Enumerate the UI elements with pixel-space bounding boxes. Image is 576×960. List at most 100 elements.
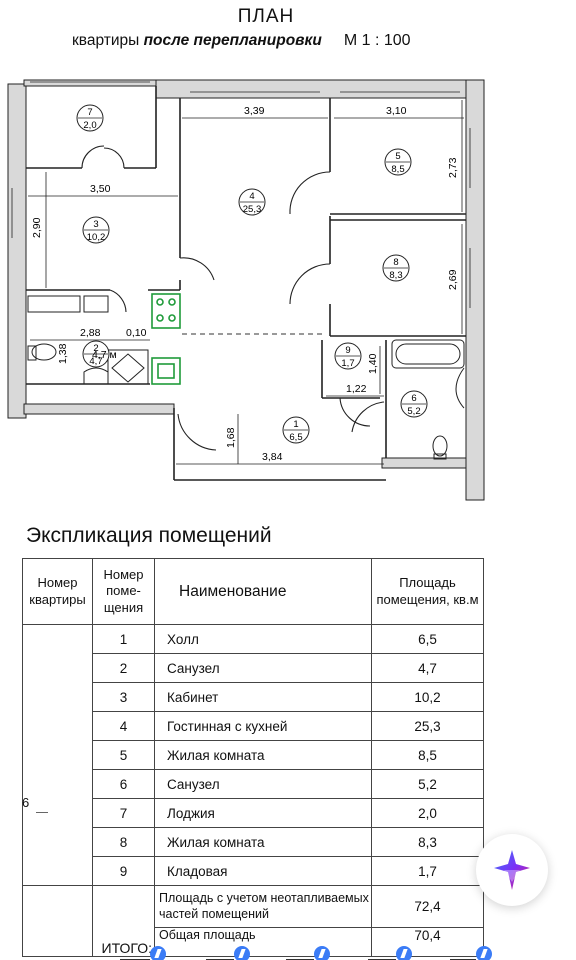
bathtub	[391, 339, 465, 369]
room-area-cell: 25,3	[371, 711, 484, 741]
dimension-label: 3,10	[386, 105, 407, 117]
room-marker-number: 7	[87, 107, 92, 118]
wall-top	[155, 79, 477, 99]
room-area-cell: 8,3	[371, 827, 484, 857]
wall-right	[465, 79, 485, 501]
room-marker-area: 4,7	[89, 356, 102, 367]
room-name-cell: Кладовая	[154, 856, 372, 886]
room-number-cell: 7	[92, 798, 155, 828]
lightning-badge-icon[interactable]	[150, 946, 166, 960]
dimension-label: 0,10	[126, 327, 147, 339]
room-area-cell: 1,7	[371, 856, 484, 886]
apartment-dash	[36, 812, 48, 813]
dimension-label: 2,73	[447, 157, 459, 178]
room-area-cell: 5,2	[371, 769, 484, 799]
room-marker-3: 310,2	[82, 216, 110, 244]
room-marker-number: 5	[395, 151, 400, 162]
room-name-cell: Жилая комната	[154, 827, 372, 857]
room-area-cell: 4,7	[371, 653, 484, 683]
room-marker-area: 8,3	[389, 270, 402, 281]
dimension-label: 3,84	[262, 451, 283, 463]
plan-title: ПЛАН	[237, 6, 295, 27]
room-marker-area: 10,2	[87, 232, 106, 243]
plan-walls	[7, 79, 485, 501]
total-apt-cell	[22, 885, 93, 928]
wall-loggia-top	[23, 79, 157, 87]
room-marker-area: 1,7	[341, 358, 354, 369]
room-marker-number: 9	[345, 345, 350, 356]
total-apt-cell	[22, 927, 93, 957]
room-number-cell: 5	[92, 740, 155, 770]
room-marker-8: 88,3	[382, 254, 410, 282]
room-number-cell: 8	[92, 827, 155, 857]
lightning-badge-icon[interactable]	[396, 946, 412, 960]
room-marker-area: 5,2	[407, 406, 420, 417]
sink-2	[83, 367, 109, 384]
header-apartment: Номер квартиры	[22, 558, 93, 625]
apartment-number: 6	[22, 795, 30, 810]
room-marker-7: 72,0	[76, 104, 104, 132]
room-marker-area: 2,0	[83, 120, 96, 131]
dimension-label: 1,38	[57, 343, 69, 364]
room-marker-area: 25,3	[243, 204, 262, 215]
lightning-badge-icon[interactable]	[476, 946, 492, 960]
subtitle-emphasis: после перепланировки	[143, 32, 322, 49]
room-marker-area: 6,5	[289, 432, 302, 443]
dimension-label: 1,40	[367, 353, 379, 374]
total-heated-value: 72,4	[371, 885, 484, 928]
toilet-6	[432, 435, 448, 457]
room-number-cell: 1	[92, 624, 155, 654]
dimension-label: 2,90	[31, 217, 43, 238]
toilet-2	[31, 343, 57, 361]
room-number-cell: 3	[92, 682, 155, 712]
room-name-cell: Санузел	[154, 653, 372, 683]
wall-bottom	[23, 403, 175, 415]
lightning-badge-icon[interactable]	[314, 946, 330, 960]
dimension-label: 2,69	[447, 269, 459, 290]
kitchen-fixtures	[151, 293, 181, 385]
room-name-cell: Кабинет	[154, 682, 372, 712]
dimension-label: 3,39	[244, 105, 265, 117]
bottom-toolbar-strip	[0, 942, 576, 960]
room-marker-5: 58,5	[384, 148, 412, 176]
windows	[11, 81, 471, 308]
assistant-chat-button[interactable]	[476, 834, 548, 906]
room-marker-number: 3	[93, 219, 98, 230]
room-marker-6: 65,2	[400, 390, 428, 418]
room-marker-1: 16,5	[282, 416, 310, 444]
total-heated-name: Площадь с учетом неотапливаемых частей п…	[154, 885, 372, 928]
room-name-cell: Лоджия	[154, 798, 372, 828]
room-area-cell: 2,0	[371, 798, 484, 828]
lightning-badge-icon[interactable]	[234, 946, 250, 960]
dimension-label: 1,68	[225, 427, 237, 448]
room-marker-9: 91,7	[334, 342, 362, 370]
room-marker-number: 4	[249, 191, 254, 202]
room-name-cell: Санузел	[154, 769, 372, 799]
room-marker-number: 8	[393, 257, 398, 268]
door-arcs	[81, 145, 385, 451]
wall-bottom-right	[381, 457, 467, 469]
table-header-row: Номер квартиры Номер поме-щения Наименов…	[22, 558, 484, 625]
header-name: Наименование	[154, 558, 372, 625]
room-marker-2: 24,7	[82, 340, 110, 368]
room-marker-number: 6	[411, 393, 416, 404]
header-room-number: Номер поме-щения	[92, 558, 155, 625]
room-area-cell: 10,2	[371, 682, 484, 712]
room-number-cell: 4	[92, 711, 155, 741]
plan-scale: М 1 : 100	[343, 32, 411, 49]
kitchen-sink	[151, 357, 181, 385]
room-number-cell: 9	[92, 856, 155, 886]
room-name-cell: Гостинная с кухней	[154, 711, 372, 741]
sparkle-chat-icon	[494, 850, 530, 890]
room-area-cell: 6,5	[371, 624, 484, 654]
room-marker-number: 1	[293, 419, 298, 430]
header-area: Площадь помещения, кв.м	[371, 558, 484, 625]
